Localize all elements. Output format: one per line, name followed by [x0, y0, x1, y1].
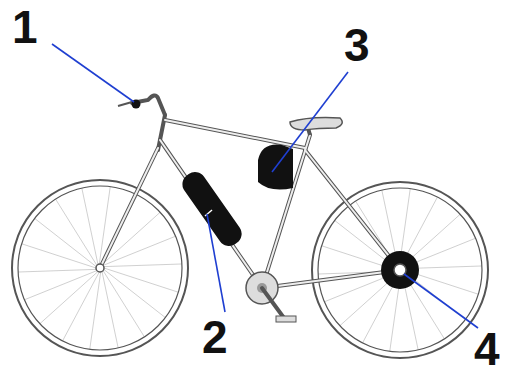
leader-line	[52, 44, 134, 102]
spoke	[102, 212, 160, 264]
saddle	[290, 118, 342, 131]
spoke	[90, 272, 101, 349]
chainstay	[262, 270, 400, 288]
spoke	[103, 271, 144, 337]
pedal	[276, 316, 296, 322]
callout-number: 2	[202, 314, 228, 360]
fork	[100, 148, 158, 268]
leader-line	[404, 274, 478, 328]
callout-number: 3	[344, 22, 370, 68]
spoke	[104, 268, 178, 292]
callout-number: 1	[12, 4, 38, 50]
spoke	[104, 269, 166, 317]
front-hub	[96, 264, 104, 272]
seatstay	[305, 150, 400, 270]
crank-arm	[262, 288, 284, 318]
spoke	[102, 271, 118, 347]
spoke	[35, 218, 97, 266]
leader-line	[207, 214, 225, 312]
spoke	[40, 271, 98, 323]
frame-highlight	[100, 120, 400, 288]
down-tube	[160, 140, 262, 288]
rear-rim	[318, 188, 482, 352]
front-tyre	[12, 180, 188, 356]
hub-motor	[381, 251, 419, 289]
spoke	[104, 264, 182, 267]
leader-lines	[52, 44, 478, 328]
frame	[100, 115, 400, 288]
spoke	[22, 244, 96, 268]
spoke	[24, 271, 97, 300]
front-rim	[18, 186, 182, 350]
spoke	[18, 269, 96, 272]
spoke	[56, 199, 97, 265]
handlebar	[132, 95, 165, 115]
brake-lever	[118, 102, 132, 106]
leader-line	[272, 72, 348, 172]
spoke	[82, 188, 98, 264]
top-tube	[165, 120, 305, 148]
callout-number: 4	[474, 326, 500, 372]
rear-tyre	[312, 182, 488, 358]
